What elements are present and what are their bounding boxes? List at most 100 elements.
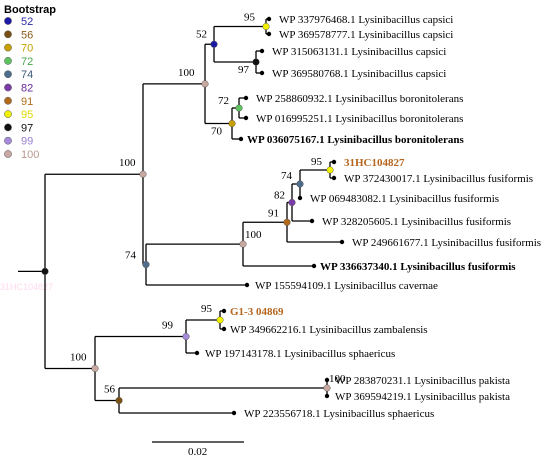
- node-marker: [323, 384, 331, 392]
- legend-swatch: [4, 43, 12, 52]
- bootstrap-labels: 9597527270100957482911007410095991005610…: [70, 12, 346, 396]
- bootstrap-value: 70: [211, 126, 223, 138]
- node-marker: [239, 240, 247, 248]
- node-marker: [142, 261, 150, 269]
- tip-marker: [243, 95, 249, 101]
- legend-label: 97: [21, 122, 33, 134]
- tip-marker: [266, 16, 272, 22]
- legend-swatch: [4, 70, 12, 79]
- leaf-label: WP 372430017.1 Lysinibacillus fusiformis: [344, 173, 533, 185]
- leaf-label: WP 369578777.1 Lysinibacillus capsici: [279, 29, 453, 41]
- scale-bar-label: 0.02: [188, 446, 207, 458]
- node-marker: [235, 104, 243, 112]
- legend-label: 100: [21, 149, 39, 161]
- legend-swatch: [4, 83, 12, 92]
- tip-marker: [339, 239, 345, 245]
- bootstrap-value: 82: [274, 190, 285, 202]
- tip-marker: [244, 282, 250, 288]
- node-marker: [201, 80, 209, 88]
- leaf-label: WP 349662216.1 Lysinibacillus zambalensi…: [230, 324, 428, 336]
- legend-swatch: [4, 57, 12, 65]
- node-marker: [91, 364, 99, 373]
- node-marker: [182, 332, 190, 341]
- tip-marker: [259, 70, 265, 76]
- legend-label: 82: [21, 83, 33, 95]
- bootstrap-value: 91: [268, 207, 279, 219]
- highlighted-isolate-label: G1-3 04869: [230, 306, 284, 318]
- legend-swatch: [4, 96, 12, 105]
- node-marker: [228, 119, 236, 128]
- leaf-label: WP 336637340.1 Lysinibacillus fusiformis: [320, 261, 516, 273]
- tip-marker: [297, 195, 303, 201]
- tip-marker: [194, 350, 200, 356]
- tip-marker: [331, 159, 337, 165]
- tip-marker: [221, 308, 227, 314]
- watermark-text: 31HC104827: [0, 282, 53, 292]
- node-marker: [288, 198, 296, 207]
- leaf-label: WP 197143178.1 Lysinibacillus sphaericus: [205, 348, 395, 360]
- bootstrap-value: 100: [70, 352, 87, 364]
- legend-label: 52: [21, 16, 33, 28]
- leaf-label: WP 249661677.1 Lysinibacillus fusiformis: [352, 237, 541, 249]
- bootstrap-value: 52: [196, 28, 207, 40]
- legend-swatch: [4, 30, 12, 39]
- node-marker: [326, 166, 334, 174]
- tip-marker: [311, 263, 317, 269]
- tip-marker: [243, 115, 249, 121]
- leaf-label: WP 315063131.1 Lysinibacillus capsici: [272, 46, 446, 58]
- node-marker: [210, 40, 218, 48]
- leaf-labels: WP 337976468.1 Lysinibacillus capsici WP …: [194, 14, 541, 420]
- node-marker: [216, 316, 224, 324]
- node-marker: [115, 396, 123, 405]
- bootstrap-value: 95: [244, 12, 256, 24]
- highlighted-isolate-label: 31HC104827: [344, 157, 405, 169]
- legend-title: Bootstrap: [4, 4, 56, 16]
- leaf-label: WP 369594219.1 Lysinibacillus pakista: [335, 391, 510, 403]
- leaf-label: WP 036075167.1 Lysinibacillus boronitole…: [247, 134, 464, 146]
- leaf-label: WP 155594109.1 Lysinibacillus cavernae: [255, 280, 438, 292]
- bootstrap-value: 74: [125, 250, 137, 262]
- leaf-label: WP 258860932.1 Lysinibacillus boronitole…: [256, 93, 463, 105]
- bootstrap-value: 100: [119, 157, 136, 169]
- node-markers: [41, 22, 334, 405]
- bootstrap-value: 99: [162, 320, 174, 332]
- legend-swatch: [4, 123, 12, 132]
- legend-swatch: [4, 17, 12, 25]
- node-marker: [139, 170, 147, 178]
- node-marker: [283, 218, 291, 226]
- leaf-label: WP 337976468.1 Lysinibacillus capsici: [279, 14, 453, 26]
- bootstrap-value: 56: [104, 384, 116, 396]
- tip-marker: [309, 218, 315, 224]
- bootstrap-value: 100: [178, 67, 195, 79]
- tip-marker: [238, 136, 244, 142]
- node-marker: [252, 58, 260, 66]
- legend-label: 99: [21, 136, 33, 148]
- legend-label: 91: [21, 96, 33, 108]
- leaf-label: WP 223556718.1 Lysinibacillus sphaericus: [244, 408, 434, 420]
- leaf-label: WP 369580768.1 Lysinibacillus capsici: [272, 68, 446, 80]
- bootstrap-value: 100: [329, 373, 346, 385]
- legend-label: 72: [21, 56, 33, 68]
- bootstrap-value: 72: [218, 95, 229, 107]
- tip-marker: [259, 48, 265, 54]
- legend-label: 70: [21, 43, 33, 55]
- tip-marker: [324, 377, 330, 383]
- node-marker: [41, 267, 49, 275]
- legend-label: 74: [21, 69, 33, 81]
- bootstrap-value: 74: [281, 170, 293, 182]
- bootstrap-value: 95: [311, 156, 323, 168]
- bootstrap-value: 95: [201, 303, 213, 315]
- legend-swatch: [4, 110, 12, 118]
- tip-marker: [221, 326, 227, 332]
- leaf-label: WP 016995251.1 Lysinibacillus boronitole…: [256, 113, 463, 125]
- leaf-label: WP 283870231.1 Lysinibacillus pakista: [335, 375, 510, 387]
- legend-swatch: [4, 150, 12, 158]
- legend-label: 56: [21, 29, 33, 41]
- node-marker: [262, 22, 270, 31]
- tip-marker: [231, 410, 237, 416]
- scale-bar: 0.02: [152, 441, 244, 458]
- tip-marker: [331, 175, 337, 181]
